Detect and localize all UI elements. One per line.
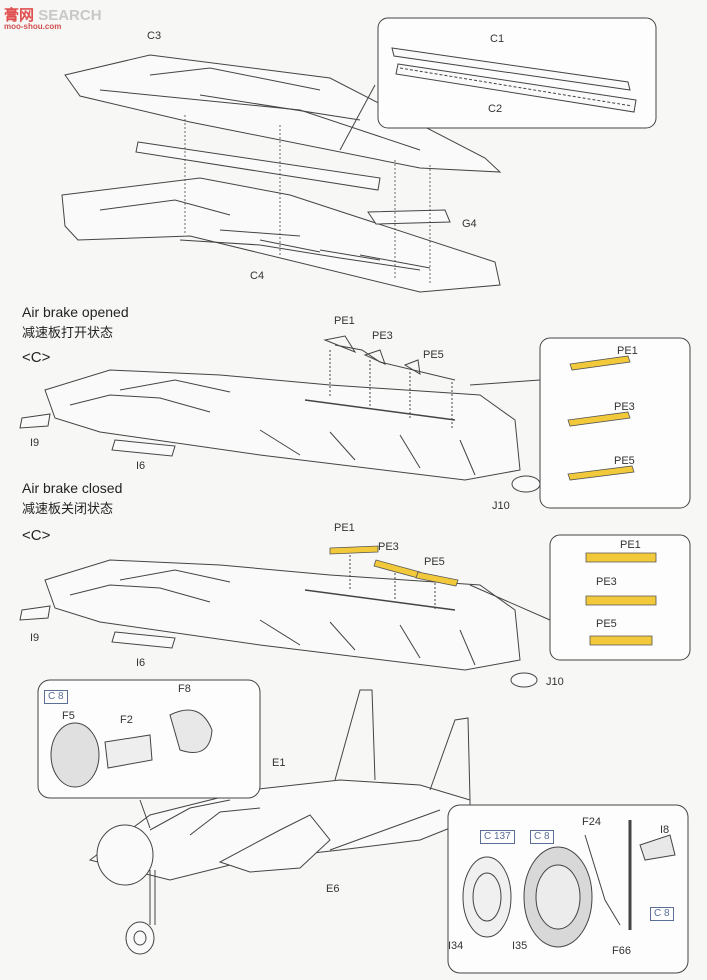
upper-wing-part (64, 54, 502, 173)
flap-strip-part (135, 141, 381, 191)
label-c3: C3 (147, 30, 162, 42)
label-opened-pe1: PE1 (334, 315, 355, 327)
label-e6: E6 (326, 883, 340, 895)
pe1-part-closed (329, 545, 379, 555)
label-f24: F24 (582, 816, 601, 828)
opened-title-en: Air brake opened (22, 304, 129, 320)
label-i8: I8 (660, 824, 670, 836)
pe1-part-closed-inset (585, 552, 657, 563)
label-i35: I35 (512, 940, 528, 952)
watermark-glyph-1: 膏 (4, 7, 20, 24)
gear-ref-box-3: C 8 (650, 907, 674, 921)
label-closed-pe3: PE3 (378, 541, 399, 553)
label-f66: F66 (612, 945, 631, 957)
i6-part (111, 439, 176, 457)
watermark-text: SEARCH (38, 7, 102, 24)
opened-tag: <C> (22, 349, 51, 366)
pe1-part-opened (569, 355, 631, 371)
pe5-part-closed-inset (589, 635, 653, 646)
f8-part (169, 709, 213, 753)
label-closed-pe1: PE1 (334, 522, 355, 534)
j10-part (511, 475, 541, 493)
opened-wing (44, 369, 521, 481)
label-c1: C1 (490, 33, 505, 45)
label-opened-i9: I9 (30, 437, 40, 449)
gear-ref-box-1: C 137 (480, 830, 515, 844)
label-f8: F8 (178, 683, 191, 695)
label-closed-pe5: PE5 (424, 556, 445, 568)
pe5-part-opened (567, 465, 635, 481)
label-opened-inset-pe1: PE1 (617, 345, 638, 357)
i34-wheel-half (462, 856, 512, 938)
pe3-part-closed (373, 559, 421, 579)
label-opened-i6: I6 (136, 460, 146, 472)
label-f5: F5 (62, 710, 75, 722)
f5-part (50, 722, 100, 788)
label-opened-j10: J10 (492, 500, 510, 512)
lower-wing-part (61, 177, 501, 293)
label-opened-pe5: PE5 (423, 349, 444, 361)
closed-title-en: Air brake closed (22, 480, 123, 496)
closed-wing (44, 555, 521, 671)
opened-pe-inset (539, 337, 691, 509)
g4-part (367, 209, 451, 225)
f2-part (104, 734, 153, 769)
label-closed-i9: I9 (30, 632, 40, 644)
pe5-part-closed (415, 571, 459, 587)
label-closed-i6: I6 (136, 657, 146, 669)
label-closed-inset-pe1: PE1 (620, 539, 641, 551)
label-c2: C2 (488, 103, 503, 115)
nose-gear (125, 870, 156, 955)
opened-pe-struts (323, 335, 456, 430)
label-closed-j10: J10 (546, 676, 564, 688)
closed-title-cn: 减速板关闭状态 (22, 501, 114, 516)
label-i34: I34 (448, 940, 464, 952)
label-f2: F2 (120, 714, 133, 726)
watermark: 膏网 SEARCH moo-shou.com (4, 4, 102, 31)
label-closed-inset-pe5: PE5 (596, 618, 617, 630)
opened-title-cn: 减速板打开状态 (22, 325, 114, 340)
label-e1: E1 (272, 757, 286, 769)
closed-tag: <C> (22, 527, 51, 544)
label-closed-inset-pe3: PE3 (596, 576, 617, 588)
label-c4: C4 (250, 270, 265, 282)
pe3-part-closed-inset (585, 595, 657, 606)
label-opened-pe3: PE3 (372, 330, 393, 342)
intake-ref-box: C 8 (44, 690, 68, 704)
watermark-glyph-2: 网 (19, 7, 35, 24)
label-opened-inset-pe5: PE5 (614, 455, 635, 467)
gear-ref-box-2: C 8 (530, 830, 554, 844)
label-g4: G4 (462, 218, 477, 230)
pe3-part-opened (567, 411, 631, 427)
label-opened-inset-pe3: PE3 (614, 401, 635, 413)
i9-part (19, 413, 51, 429)
watermark-url: moo-shou.com (4, 22, 62, 31)
